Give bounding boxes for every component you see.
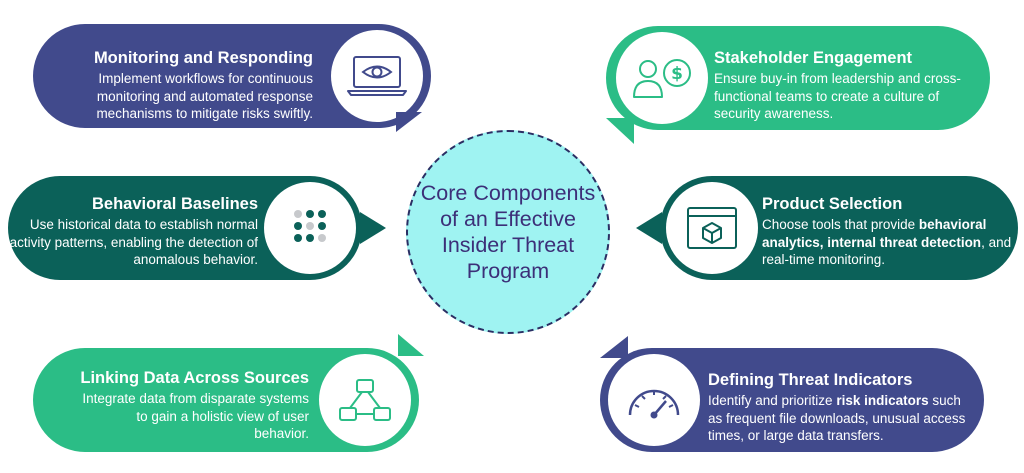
bubble-tail (396, 112, 422, 132)
card-linking-data: Linking Data Across Sources Integrate da… (33, 348, 419, 452)
icon-circle: $ (616, 32, 708, 124)
desc-text: Choose tools that provide (762, 217, 919, 232)
card-title: Defining Threat Indicators (708, 371, 913, 389)
laptop-eye-icon (347, 56, 407, 96)
icon-circle (608, 354, 700, 446)
bubble-tail (606, 118, 634, 144)
icon-circle (319, 354, 411, 446)
card-product-selection: Product Selection Choose tools that prov… (660, 176, 1018, 280)
card-title: Product Selection (762, 195, 903, 213)
desc-bold: risk indicators (836, 393, 929, 408)
desc-text: Identify and prioritize (708, 393, 837, 408)
bubble-tail (398, 334, 424, 356)
card-behavioral-baselines: Behavioral Baselines Use historical data… (8, 176, 362, 280)
card-description: Integrate data from disparate systems to… (82, 391, 309, 441)
card-title: Monitoring and Responding (93, 49, 313, 67)
icon-circle (331, 30, 423, 122)
svg-text:$: $ (671, 64, 683, 84)
bubble-tail (360, 212, 386, 244)
person-dollar-icon: $ (633, 59, 691, 98)
card-title: Linking Data Across Sources (80, 369, 309, 387)
dot-grid-icon (294, 210, 326, 242)
card-description: Use historical data to establish normal … (9, 217, 258, 267)
card-stakeholder-engagement: $ Stakeholder Engagement Ensure buy-in f… (606, 26, 990, 130)
card-description: Identify and prioritize risk indicators … (708, 392, 970, 445)
icon-circle (666, 182, 758, 274)
bubble-tail (600, 336, 628, 358)
card-defining-threat-indicators: Defining Threat Indicators Identify and … (600, 348, 984, 452)
browser-cube-icon (687, 207, 737, 249)
card-description: Ensure buy-in from leadership and cross-… (714, 71, 961, 121)
card-title: Behavioral Baselines (92, 195, 258, 213)
card-description: Implement workflows for continuous monit… (96, 71, 313, 121)
desc-text: , and real-time monitoring. (762, 234, 1012, 268)
card-title: Stakeholder Engagement (714, 49, 913, 67)
connected-nodes-icon (339, 379, 391, 421)
center-circle: Core Components of an Effective Insider … (406, 130, 610, 334)
icon-circle (264, 182, 356, 274)
card-monitoring-responding: Monitoring and Responding Implement work… (33, 24, 431, 128)
center-title: Core Components of an Effective Insider … (420, 181, 596, 283)
gauge-icon (628, 389, 680, 419)
desc-text: such as frequent file downloads, unusual… (708, 393, 966, 443)
card-description: Choose tools that provide behavioral ana… (762, 216, 1014, 269)
bubble-tail (636, 212, 662, 244)
desc-bold: behavioral analytics, internal threat de… (762, 217, 987, 250)
